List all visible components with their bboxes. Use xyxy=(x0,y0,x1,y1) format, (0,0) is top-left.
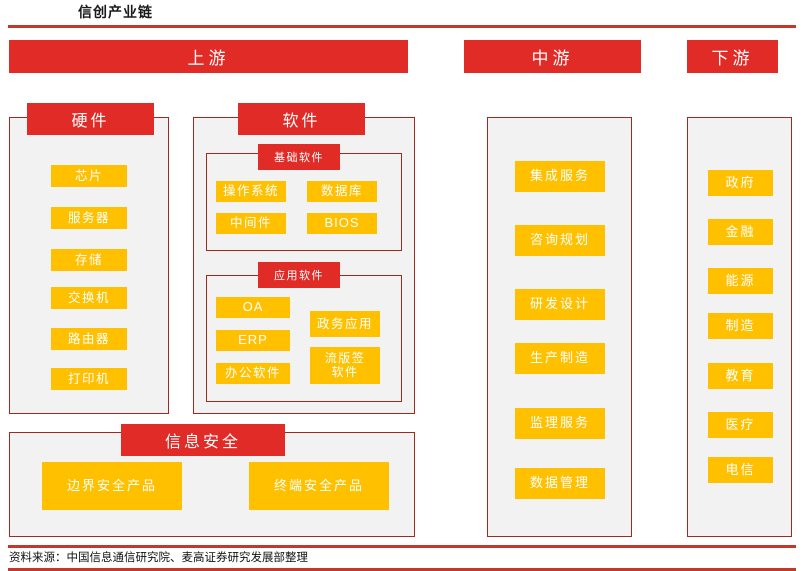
footer-divider-rule xyxy=(8,568,796,571)
item-midstream-production[interactable]: 生产制造 xyxy=(515,343,605,374)
panel-label-software[interactable]: 软件 xyxy=(238,103,365,135)
item-downstream-finance[interactable]: 金融 xyxy=(708,219,773,245)
item-app-oa[interactable]: OA xyxy=(216,297,290,318)
bottom-divider-rule xyxy=(8,545,796,548)
stage-header-upstream[interactable]: 上游 xyxy=(9,40,408,73)
item-hardware-switch[interactable]: 交换机 xyxy=(51,287,127,309)
source-note: 资料来源：中国信息通信研究院、麦高证券研究发展部整理 xyxy=(9,552,308,564)
item-downstream-healthcare[interactable]: 医疗 xyxy=(708,412,773,438)
item-basic-os[interactable]: 操作系统 xyxy=(216,181,286,202)
panel-label-information-security[interactable]: 信息安全 xyxy=(121,424,285,456)
item-midstream-integration-service[interactable]: 集成服务 xyxy=(515,161,605,192)
item-hardware-router[interactable]: 路由器 xyxy=(51,328,127,350)
stage-header-midstream[interactable]: 中游 xyxy=(464,40,641,73)
item-hardware-storage[interactable]: 存储 xyxy=(51,249,127,271)
item-downstream-government[interactable]: 政府 xyxy=(708,170,773,196)
panel-label-application-software[interactable]: 应用软件 xyxy=(258,262,340,288)
item-basic-bios[interactable]: BIOS xyxy=(307,213,377,234)
item-downstream-manufacturing[interactable]: 制造 xyxy=(708,313,773,339)
item-hardware-server[interactable]: 服务器 xyxy=(51,207,127,229)
item-hardware-chip[interactable]: 芯片 xyxy=(51,165,127,187)
page-title: 信创产业链 xyxy=(78,4,153,20)
panel-label-basic-software[interactable]: 基础软件 xyxy=(258,144,340,170)
item-hardware-printer[interactable]: 打印机 xyxy=(51,368,127,390)
item-app-government[interactable]: 政务应用 xyxy=(310,311,380,337)
item-midstream-consulting-planning[interactable]: 咨询规划 xyxy=(515,225,605,256)
item-basic-database[interactable]: 数据库 xyxy=(307,181,377,202)
item-midstream-supervision-service[interactable]: 监理服务 xyxy=(515,408,605,439)
item-security-boundary[interactable]: 边界安全产品 xyxy=(42,462,182,510)
item-midstream-rnd-design[interactable]: 研发设计 xyxy=(515,289,605,320)
stage-header-downstream[interactable]: 下游 xyxy=(687,40,778,73)
item-downstream-energy[interactable]: 能源 xyxy=(708,268,773,294)
item-security-endpoint[interactable]: 终端安全产品 xyxy=(249,462,389,510)
item-downstream-telecom[interactable]: 电信 xyxy=(708,457,773,483)
item-basic-middleware[interactable]: 中间件 xyxy=(216,213,286,234)
item-downstream-education[interactable]: 教育 xyxy=(708,363,773,389)
item-midstream-data-management[interactable]: 数据管理 xyxy=(515,468,605,499)
item-app-office[interactable]: 办公软件 xyxy=(216,363,290,384)
top-divider-rule xyxy=(8,25,796,28)
item-app-erp[interactable]: ERP xyxy=(216,330,290,351)
item-app-flow-version-signature[interactable]: 流版签 软件 xyxy=(310,347,380,384)
panel-label-hardware[interactable]: 硬件 xyxy=(27,103,154,135)
